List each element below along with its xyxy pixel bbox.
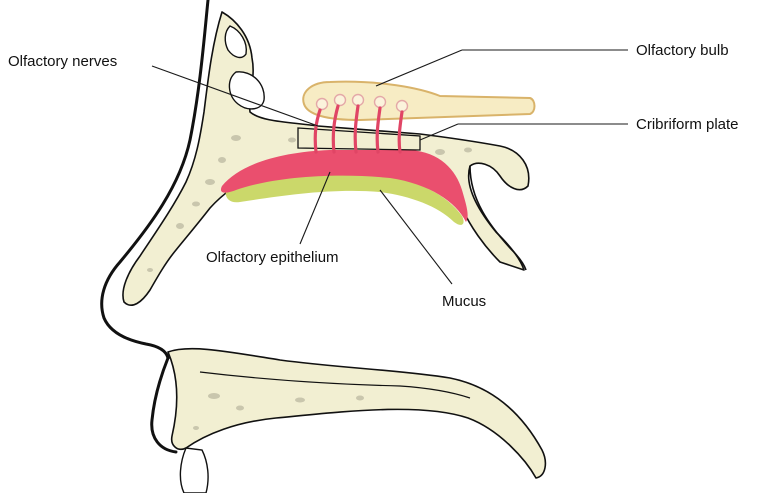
label-olfactory-nerves: Olfactory nerves xyxy=(8,53,117,70)
label-olfactory-bulb: Olfactory bulb xyxy=(636,42,729,59)
leader-olfactory-bulb xyxy=(376,50,462,86)
incisor-tooth xyxy=(180,448,208,493)
hard-palate-structure xyxy=(152,349,546,493)
label-cribriform-plate: Cribriform plate xyxy=(636,116,739,133)
palate-bone xyxy=(168,349,545,478)
label-olfactory-epithelium: Olfactory epithelium xyxy=(206,249,339,266)
label-mucus: Mucus xyxy=(442,293,486,310)
